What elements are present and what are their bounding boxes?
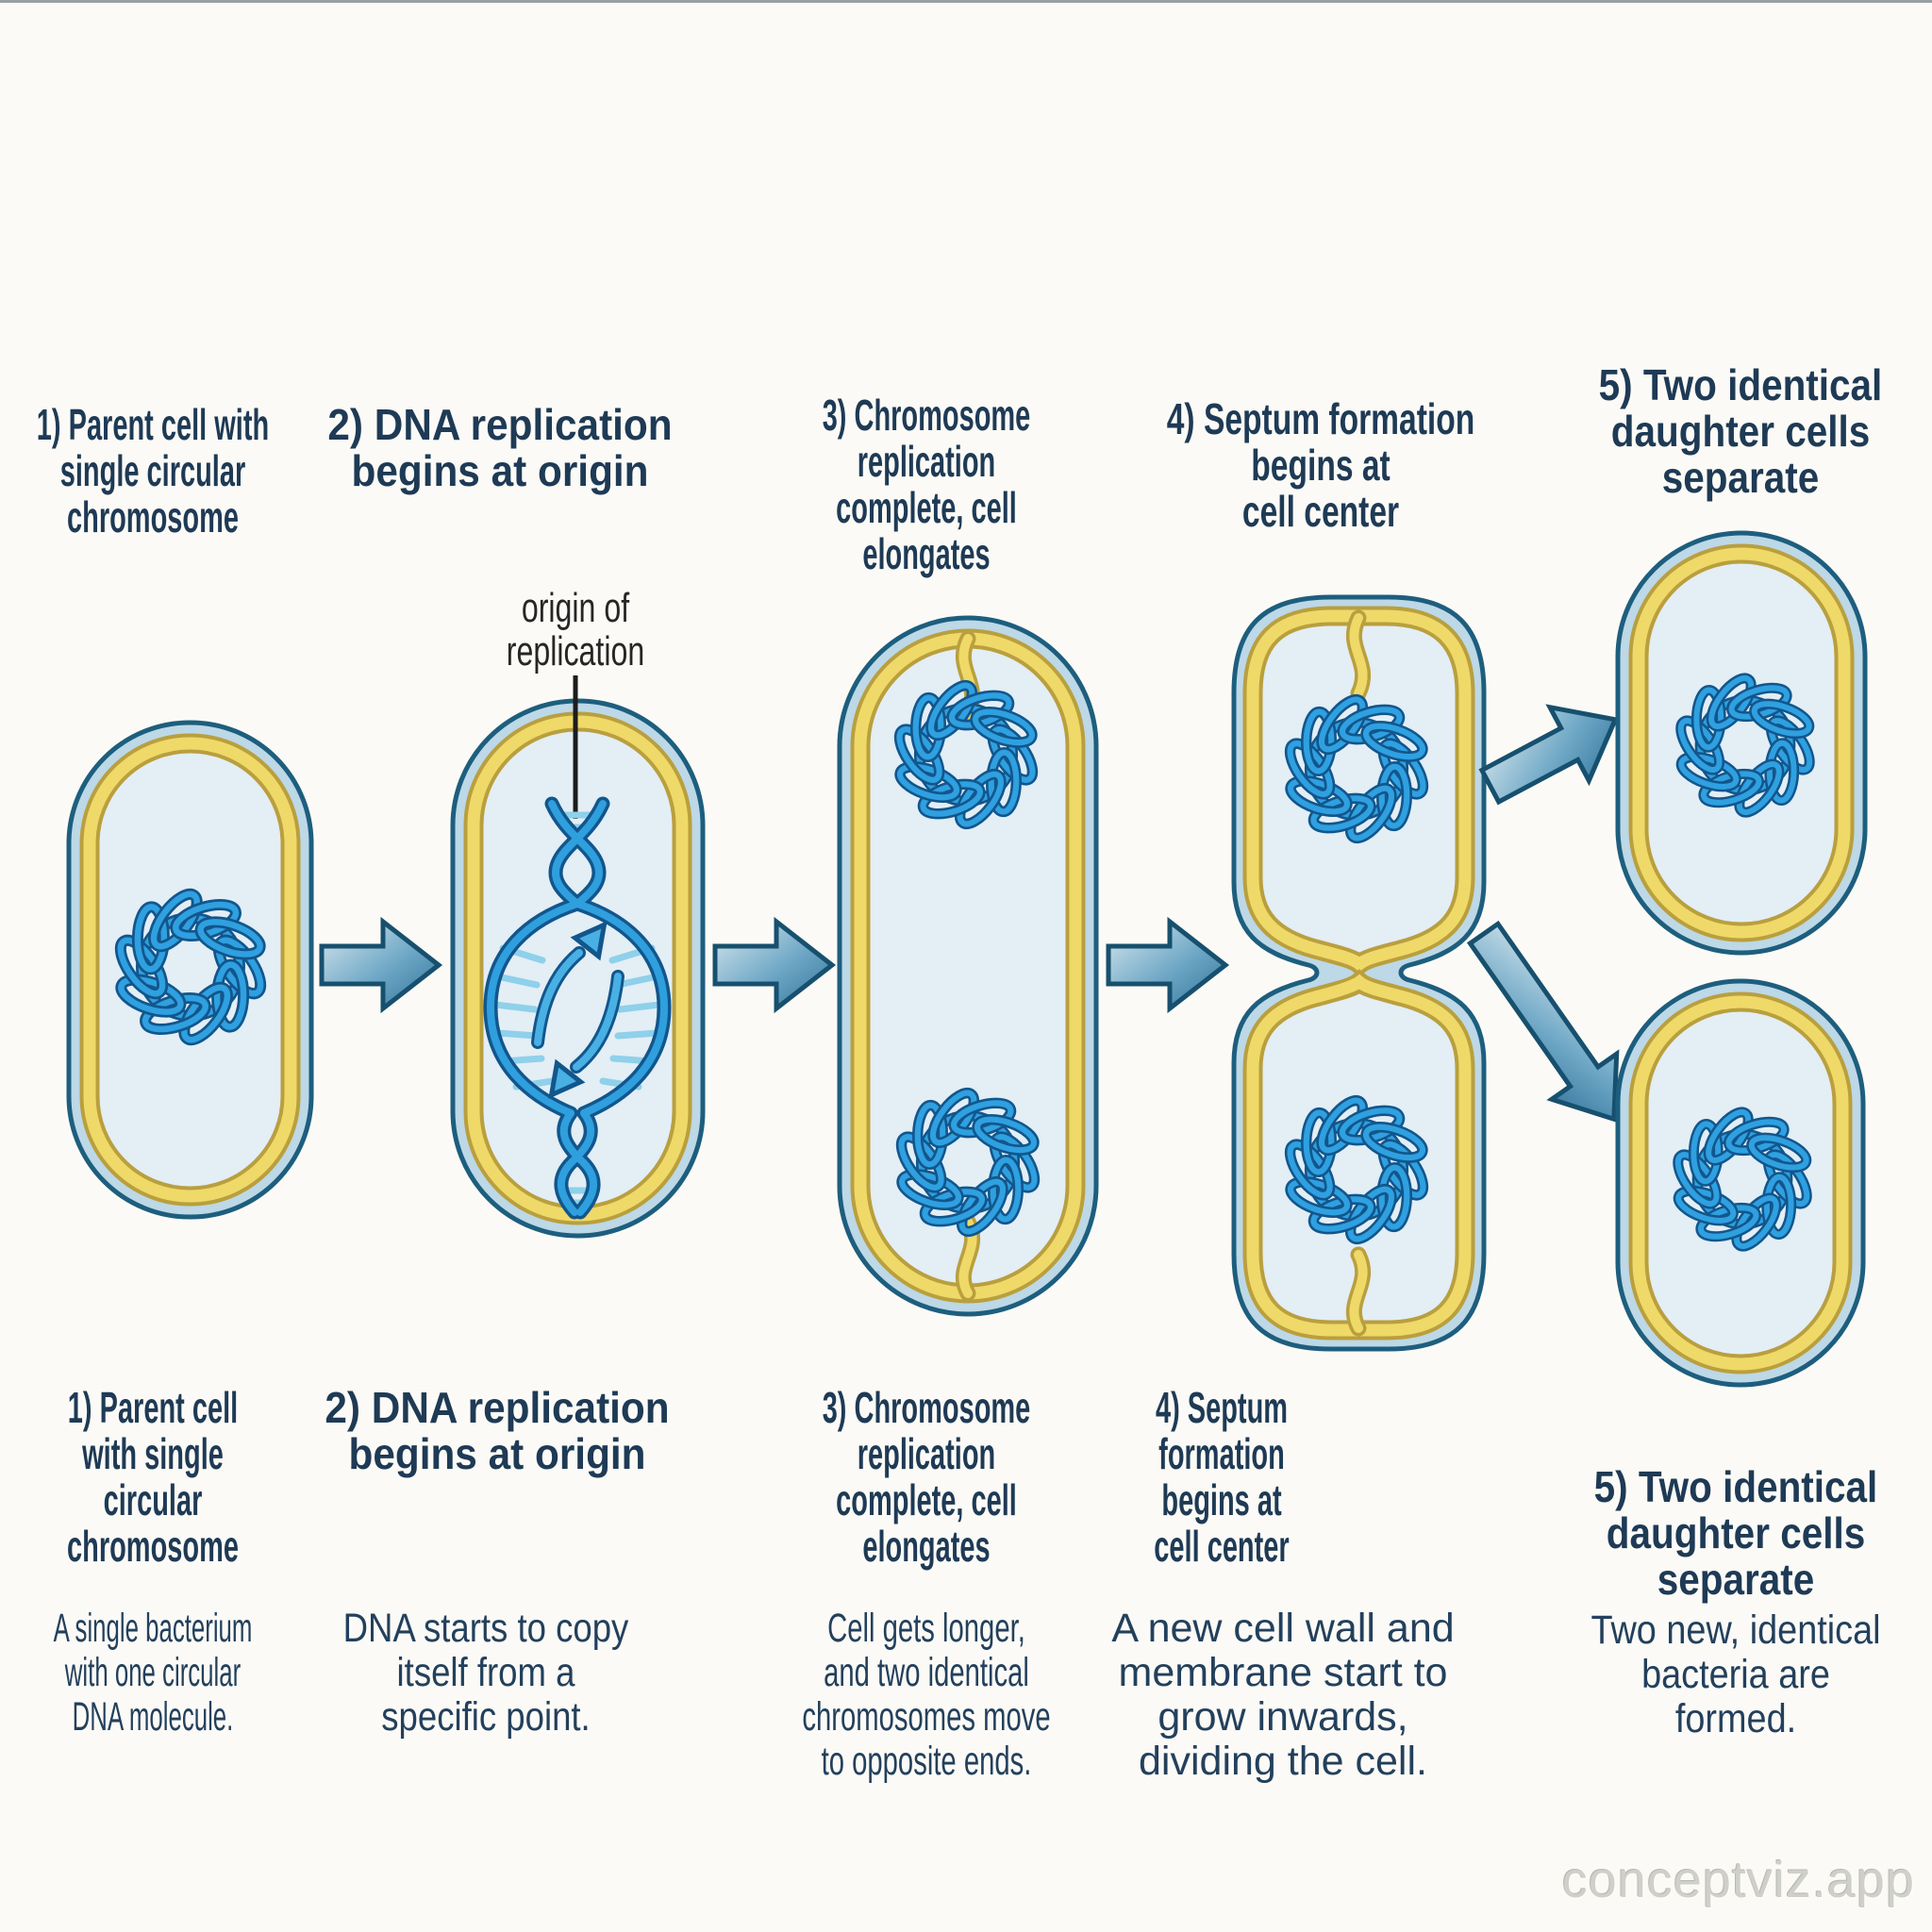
dna-replication-bubble (483, 796, 672, 1220)
stage5-daughter-cell-bottom (1615, 978, 1866, 1388)
plasma-membrane (1632, 995, 1849, 1371)
membrane-edge (1628, 991, 1853, 1374)
stage3-elongated-cell (837, 615, 1099, 1317)
dna-strand (486, 800, 669, 1216)
arrow-to-top-daughter-icon (1478, 704, 1619, 806)
plasma-membrane (1632, 547, 1851, 939)
membrane-edge (1628, 543, 1855, 942)
membrane-squiggles (1345, 609, 1372, 1337)
stage4-dividing-cell (1231, 594, 1487, 1352)
top-edge-line (0, 0, 1932, 3)
watermark: conceptviz.app (1561, 1852, 1915, 1908)
stage2-replicating-cell (450, 675, 706, 1239)
replication-direction-arrows (531, 921, 625, 1099)
stage5-daughter-cell-top (1615, 530, 1868, 956)
septum-membranes (1242, 606, 1475, 1341)
arrow-to-bottom-daughter-icon (1466, 920, 1620, 1123)
arrow-stage3-to-stage4-icon (1108, 922, 1225, 1008)
plasma-membrane (83, 737, 297, 1203)
stage1-parent-cell (66, 720, 314, 1220)
arrow-stage1-to-stage2-icon (322, 922, 439, 1008)
arrow-stage2-to-stage3-icon (715, 922, 832, 1008)
